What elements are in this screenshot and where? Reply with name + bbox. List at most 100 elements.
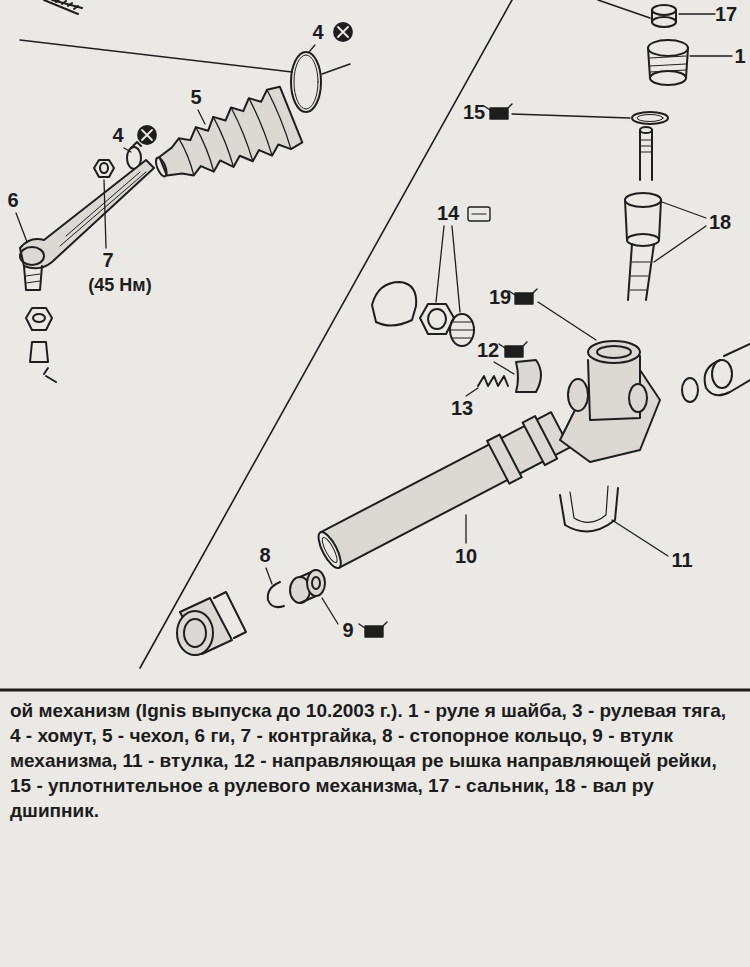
rack-bushing-stroke (312, 577, 320, 589)
small-clamp-stroke (131, 142, 141, 148)
o-ring-stroke (637, 115, 663, 122)
callout-number: 4 (112, 125, 123, 145)
callout-number: 13 (451, 398, 473, 418)
bearing-stroke (650, 71, 686, 85)
leader-lines-stroke (198, 110, 205, 124)
stud-nut-stroke (33, 314, 45, 322)
o-ring-stroke (632, 112, 668, 124)
leader-lines-stroke (662, 202, 706, 218)
callout-number: 12 (477, 340, 499, 360)
adjuster-plug-stroke (450, 314, 474, 346)
boot-stroke (154, 156, 169, 178)
adjuster-nut-stroke (428, 309, 446, 329)
grease-icon-stroke-stroke (515, 293, 533, 304)
stud-nut (26, 308, 56, 382)
boot-end-stroke (184, 619, 206, 647)
adjuster-nut (420, 304, 454, 334)
callout-number: 9 (342, 620, 353, 640)
bushing-stroke (560, 488, 618, 531)
o-ring (632, 112, 668, 124)
leader-lines-stroke (465, 515, 466, 543)
callout-number: 7 (102, 250, 113, 270)
snap-ring (268, 582, 284, 607)
clamp (291, 52, 321, 112)
gear-housing-stroke (588, 341, 640, 363)
tie-rod-joint-stroke (705, 344, 750, 395)
grease-icon-stroke-stroke (484, 104, 512, 110)
bearing-stroke (648, 40, 688, 56)
seal (652, 5, 676, 27)
rack-bushing (290, 570, 325, 603)
cap-stroke (372, 282, 416, 326)
tie-rod-end-stroke (26, 274, 40, 283)
grease-icon-stroke-stroke (359, 622, 387, 628)
grease-icon-stroke-stroke (505, 346, 523, 357)
caption-rule (0, 689, 750, 692)
frame-lines (20, 0, 650, 668)
callout-number: 1 (734, 46, 745, 66)
leader-lines-stroke (104, 180, 106, 248)
leader-lines-stroke (309, 45, 315, 52)
frame-lines-stroke (322, 64, 350, 74)
leader-lines (16, 14, 732, 624)
grease-icon-stroke (484, 104, 512, 119)
gear-housing-stroke (629, 384, 647, 412)
callout-number: 18 (709, 212, 731, 232)
grease-icon-stroke (359, 622, 387, 637)
gear-housing-stroke (568, 379, 588, 411)
frame-lines-stroke (20, 40, 292, 72)
rack-guide (516, 360, 541, 392)
rack-housing-stroke (320, 412, 569, 568)
rack-housing-stroke (487, 435, 522, 484)
tie-rod-end-stroke (20, 247, 44, 265)
leader-lines-stroke (679, 13, 715, 14)
boot-end-stroke (177, 611, 213, 655)
rack-housing (312, 409, 571, 575)
adjuster-nut-stroke (420, 304, 454, 334)
callout-number: 4 (312, 22, 323, 42)
boot-end (177, 592, 246, 655)
callout-number: 19 (489, 287, 511, 307)
tie-rod (44, 0, 82, 14)
grease-icon (359, 104, 537, 637)
tie-rod-joint-stroke (712, 360, 732, 388)
rack-housing-stroke (314, 529, 345, 571)
callout-number: 17 (715, 4, 737, 24)
tie-rod-end (20, 160, 154, 290)
boot (146, 85, 303, 198)
lock-nut-stroke (100, 163, 108, 173)
tie-rod-stroke (44, 0, 82, 14)
callout-number: 6 (7, 190, 18, 210)
frame-lines-stroke (140, 0, 512, 668)
leader-lines-stroke (512, 114, 630, 118)
bearing (648, 40, 688, 85)
frame-lines-stroke (598, 0, 650, 18)
lock-nut-stroke (94, 160, 114, 177)
grease-icon-stroke-stroke (365, 626, 383, 637)
bearing-stroke (650, 56, 686, 72)
grease-icon-stroke-stroke (490, 108, 508, 119)
tie-rod-end-stroke (20, 160, 154, 268)
boot-end-stroke (214, 592, 246, 638)
boot-stroke (151, 85, 303, 196)
leader-lines-stroke (436, 226, 444, 302)
pinion-shaft-stroke (628, 244, 654, 300)
callout-number: 11 (671, 550, 692, 570)
leader-lines-stroke (466, 388, 478, 396)
pinion-shaft (625, 127, 661, 300)
leader-lines-stroke (452, 226, 460, 312)
clamp-mark-stroke (334, 23, 352, 41)
leader-lines-stroke (494, 362, 514, 374)
gear-housing-stroke (597, 346, 631, 358)
leader-lines-stroke (322, 598, 338, 624)
grease-icon-stroke-stroke (509, 289, 537, 295)
pinion-shaft-stroke (625, 193, 661, 207)
tie-rod-end-stroke (60, 172, 146, 246)
callout-number: 10 (455, 546, 477, 566)
tie-rod-stroke (56, 0, 78, 9)
callout-number: 5 (190, 87, 201, 107)
clamp-mark-stroke (338, 27, 348, 37)
pinion-shaft-stroke (630, 262, 650, 290)
tie-rod-joint (682, 344, 750, 402)
